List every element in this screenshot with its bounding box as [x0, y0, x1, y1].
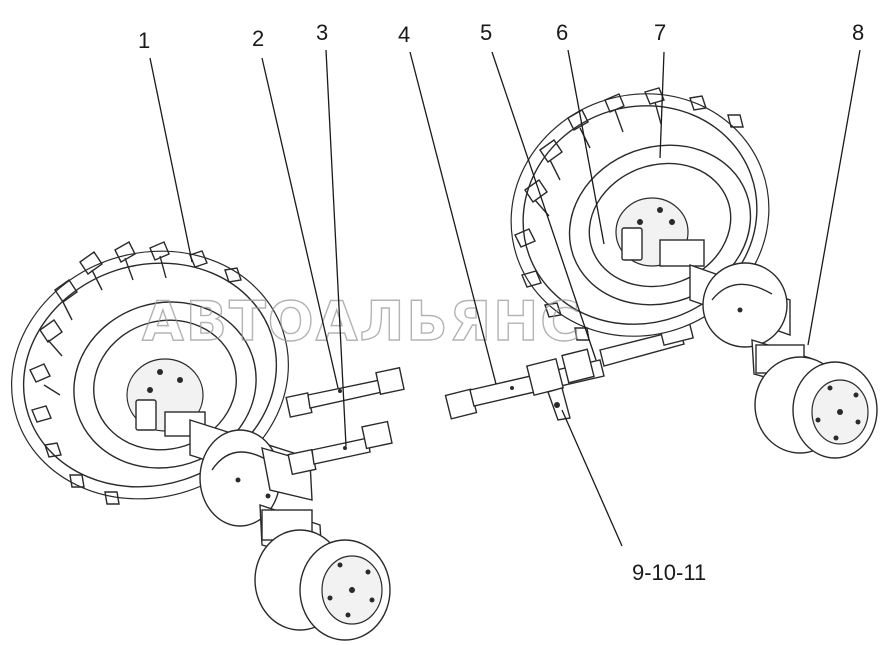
- front-axle: [189, 419, 391, 641]
- callout-7: 7: [654, 20, 666, 45]
- center-propeller-shaft: [444, 348, 605, 421]
- right-tire-tread: [514, 87, 744, 341]
- callout-3: 3: [316, 20, 328, 45]
- left-tire-tread: [29, 241, 242, 505]
- callout-8: 8: [852, 20, 864, 45]
- rear-axle: [689, 262, 878, 459]
- callout-2: 2: [252, 26, 264, 51]
- callout-1: 1: [138, 28, 150, 53]
- callout-4: 4: [398, 22, 410, 47]
- propeller-shaft-upper: [285, 366, 405, 418]
- watermark: АВТОАЛЬЯНС: [142, 290, 582, 353]
- callout-6: 6: [556, 20, 568, 45]
- callout-5: 5: [480, 20, 492, 45]
- leader-lines: [149, 49, 861, 547]
- propeller-shaft-lower: [287, 420, 393, 476]
- callout-9-10-11: 9-10-11: [632, 560, 706, 585]
